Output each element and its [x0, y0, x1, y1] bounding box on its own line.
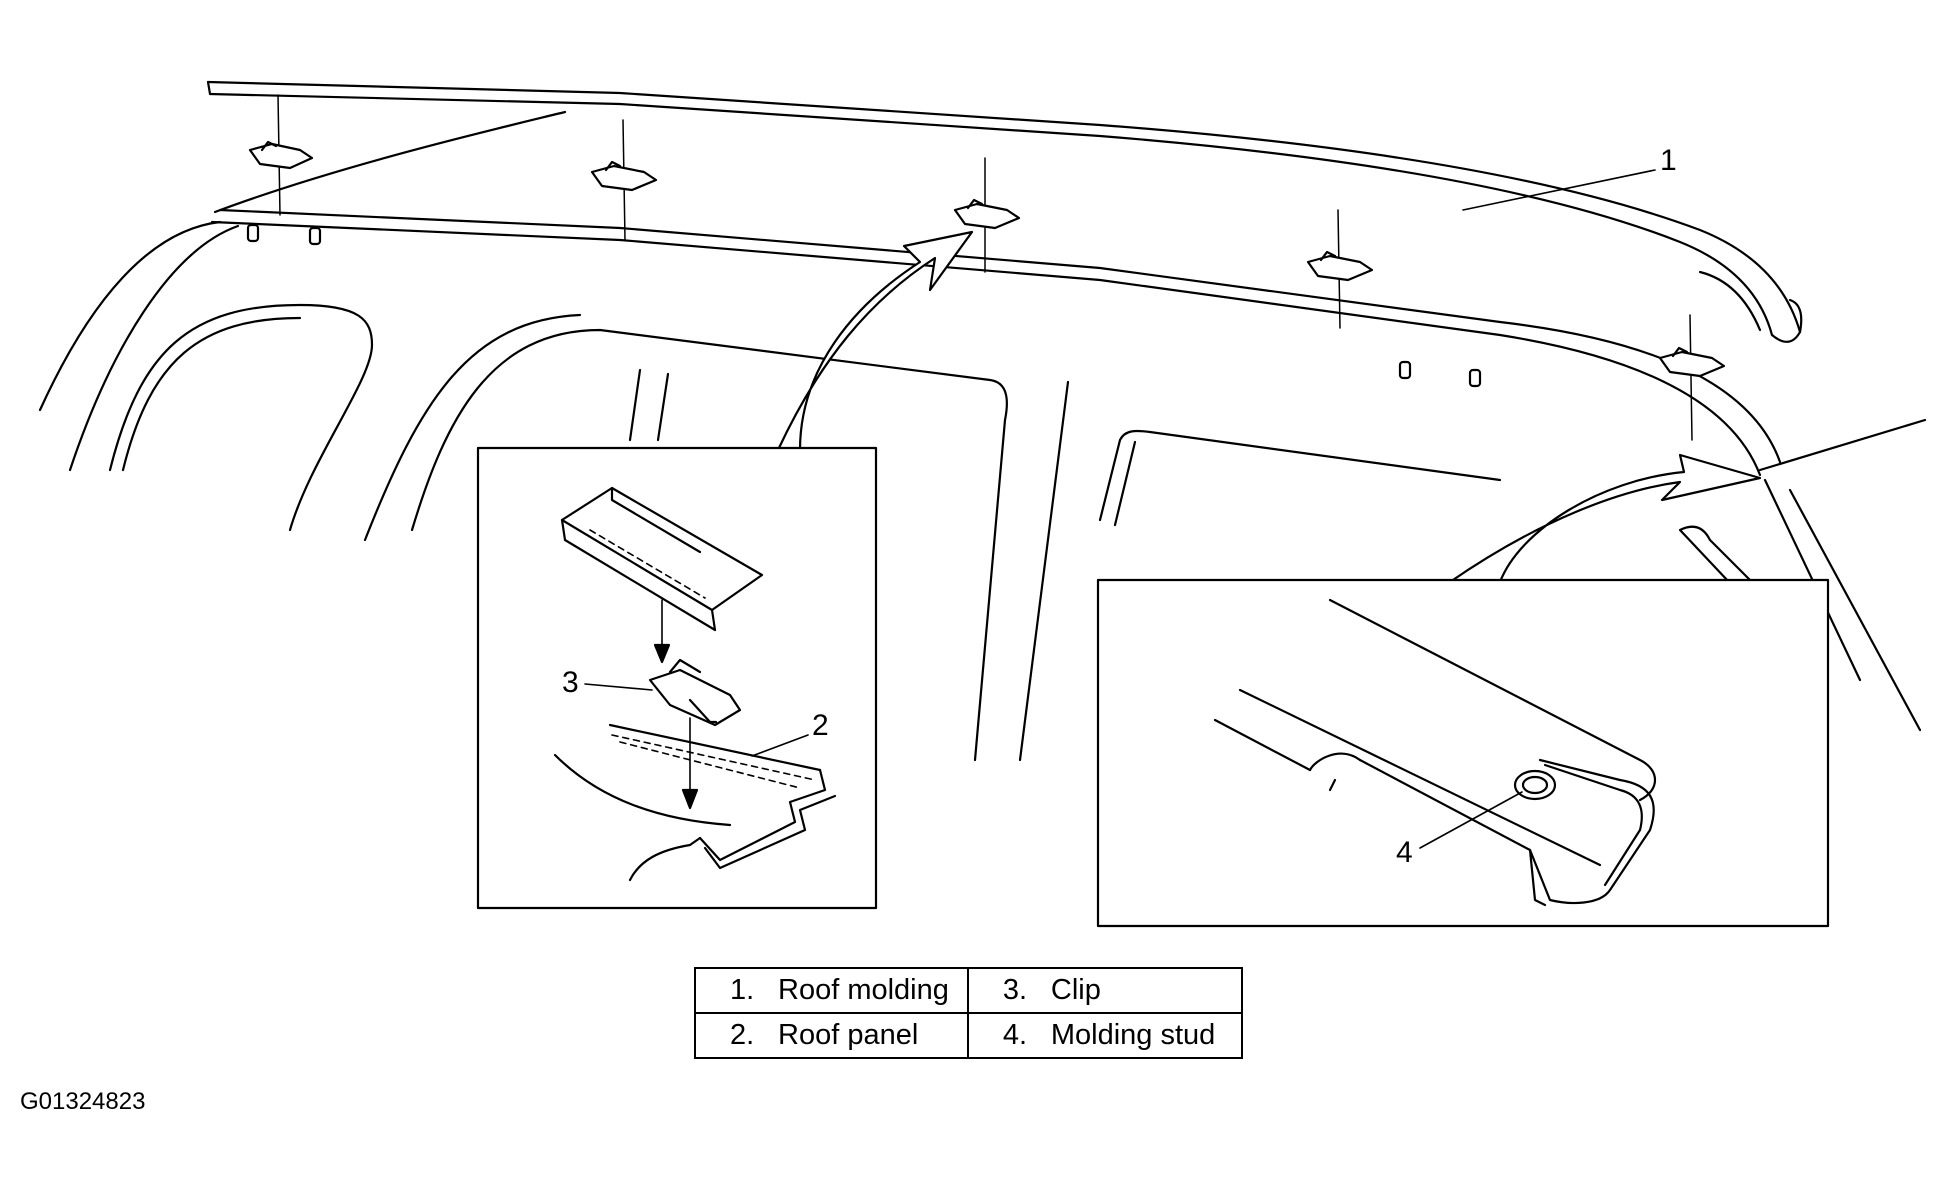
legend-number: 3.	[1002, 974, 1028, 1006]
callout-4: 4	[1396, 836, 1413, 869]
roof-clip-1	[248, 94, 314, 216]
legend-number: 1.	[730, 974, 755, 1006]
parts-legend-table: 1. Roof molding 3. Clip 2. Roof panel 4. Mol…	[694, 967, 1243, 1059]
legend-cell: 3. Clip	[966, 967, 1243, 1014]
legend-cell: 1. Roof molding	[694, 967, 969, 1014]
legend-label: Roof panel	[778, 1019, 919, 1051]
roof-clips	[248, 94, 1726, 441]
legend-label: Clip	[1050, 974, 1101, 1006]
callout-1: 1	[1660, 144, 1677, 177]
legend-label: Molding stud	[1050, 1019, 1216, 1051]
detail-box-clip	[476, 446, 878, 910]
roof-clip-3	[953, 157, 1021, 273]
roof-molding	[206, 80, 1803, 343]
detail-box-stud	[1096, 578, 1830, 928]
legend-number: 4.	[1002, 1019, 1028, 1051]
detail-arrow-left	[776, 230, 974, 452]
detail-arrow-right	[1448, 453, 1762, 584]
figure-id: G01324823	[20, 1088, 146, 1115]
legend-cell: 4. Molding stud	[966, 1012, 1243, 1059]
callout-3: 3	[562, 666, 579, 699]
legend-label: Roof molding	[778, 974, 949, 1006]
roof-clip-5	[1658, 314, 1726, 441]
roof-clip-2	[590, 119, 658, 241]
legend-number: 2.	[730, 1019, 755, 1051]
legend-row: 1. Roof molding 3. Clip	[694, 967, 1243, 1014]
legend-row: 2. Roof panel 4. Molding stud	[694, 1012, 1243, 1059]
callout-2: 2	[812, 709, 829, 742]
legend-cell: 2. Roof panel	[694, 1012, 969, 1059]
callout-leaders	[584, 169, 1656, 849]
roof-clip-4	[1306, 209, 1374, 329]
